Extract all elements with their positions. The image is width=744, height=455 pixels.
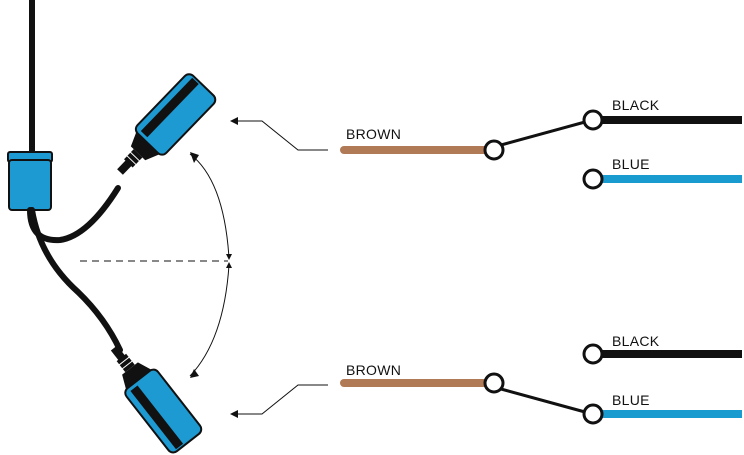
float-switch-icon	[110, 345, 203, 454]
blue-wire-label: BLUE	[612, 392, 650, 408]
leader-arrow-upper	[230, 117, 328, 151]
brown-wire-label: BROWN	[346, 126, 401, 142]
terminal-circle-icon	[582, 343, 604, 365]
black-wire-label: BLACK	[612, 97, 660, 113]
float-switch-icon	[117, 73, 217, 175]
arrow-head-icon	[190, 369, 199, 378]
brown-wire-label: BROWN	[346, 362, 401, 378]
tilt-angle-arc-down	[189, 264, 230, 377]
blue-wire-label: BLUE	[612, 156, 650, 172]
black-wire-label: BLACK	[612, 333, 660, 349]
terminal-circle-icon	[483, 372, 505, 394]
switch-contact-arm	[500, 120, 586, 147]
terminal-circle-icon	[582, 168, 604, 190]
arrow-head-icon	[226, 254, 232, 260]
terminal-circle-icon	[483, 139, 505, 161]
cable-clamp-icon	[7, 151, 53, 211]
terminal-circle-icon	[582, 109, 604, 131]
arrow-head-icon	[226, 262, 232, 268]
arrow-head-icon	[190, 152, 199, 163]
leader-arrow-lower	[230, 384, 328, 418]
terminal-circle-icon	[582, 403, 604, 425]
cable-to-lower-float	[29, 207, 123, 353]
switch-state-float-up: BROWN BLACK BLUE	[340, 97, 742, 190]
tilt-angle-arc-up	[189, 153, 230, 259]
switch-contact-arm	[500, 387, 586, 414]
switch-state-float-down: BROWN BLACK BLUE	[340, 333, 742, 425]
